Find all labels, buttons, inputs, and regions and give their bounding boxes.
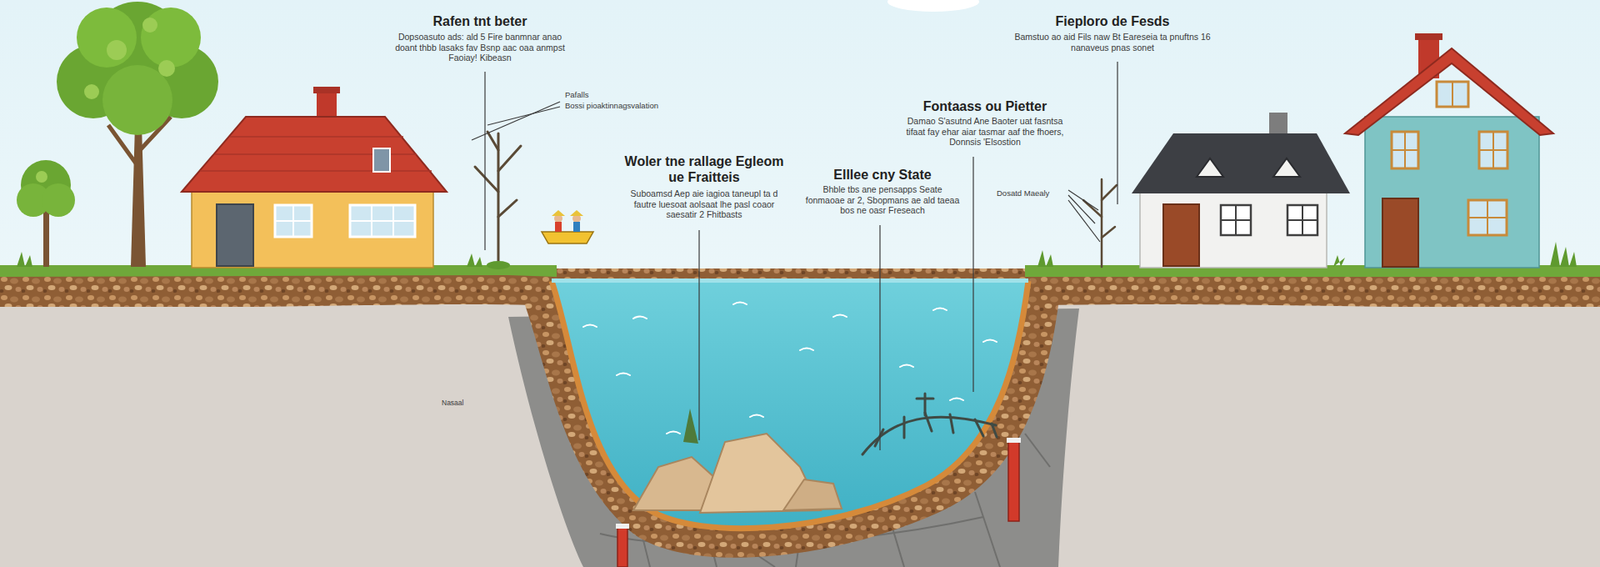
boat <box>541 210 594 244</box>
pond-liner <box>551 280 1029 529</box>
callout-body: Suboamsd Aep aie iagioa taneupl ta d fau… <box>620 188 788 220</box>
callout-heading: Fontaass ou Pietter <box>876 98 1094 115</box>
cloud <box>887 0 980 12</box>
callout-heading: Fieploro de Fesds <box>1004 13 1221 30</box>
callout-body: Bamstuo ao aid Fils naw Bt Eareseia ta p… <box>1008 31 1217 53</box>
ground <box>0 275 1600 567</box>
gravel-bed <box>508 268 1063 558</box>
callout-heading: Elllee cny State <box>799 166 966 183</box>
callout-tag: Dosatd Maealy <box>996 188 1072 198</box>
sapling <box>1083 179 1117 267</box>
sapling <box>475 131 521 267</box>
callout-body: Dopsoasuto ads: ald 5 Fire banmnar anao … <box>392 31 568 64</box>
ground-note: Nasaal <box>441 398 509 407</box>
callout-heading: Rafen tnt beter <box>380 13 580 30</box>
small-tree <box>16 160 75 267</box>
leader-lines <box>471 61 1118 450</box>
drain-pipes <box>615 437 1021 567</box>
callout-heading: Woler tne rallage Egleom ue Fraitteis <box>620 153 788 185</box>
callout-body: Bhble tbs ane pensapps Seate fonmaoae ar… <box>805 184 960 216</box>
callout-tag: Pafalls <box>565 90 690 100</box>
white-house <box>1131 112 1350 268</box>
water-ripples <box>583 302 997 435</box>
rocks <box>633 408 842 513</box>
water <box>551 280 1029 529</box>
teal-house <box>1345 33 1554 268</box>
callout-tag: Bossi pioaktinnagsvalation <box>565 100 715 110</box>
callout-body: Damao S'asutnd Ane Baoter uat fasntsa ti… <box>901 115 1069 148</box>
yellow-house <box>181 86 447 268</box>
sunken-branch <box>862 393 997 455</box>
